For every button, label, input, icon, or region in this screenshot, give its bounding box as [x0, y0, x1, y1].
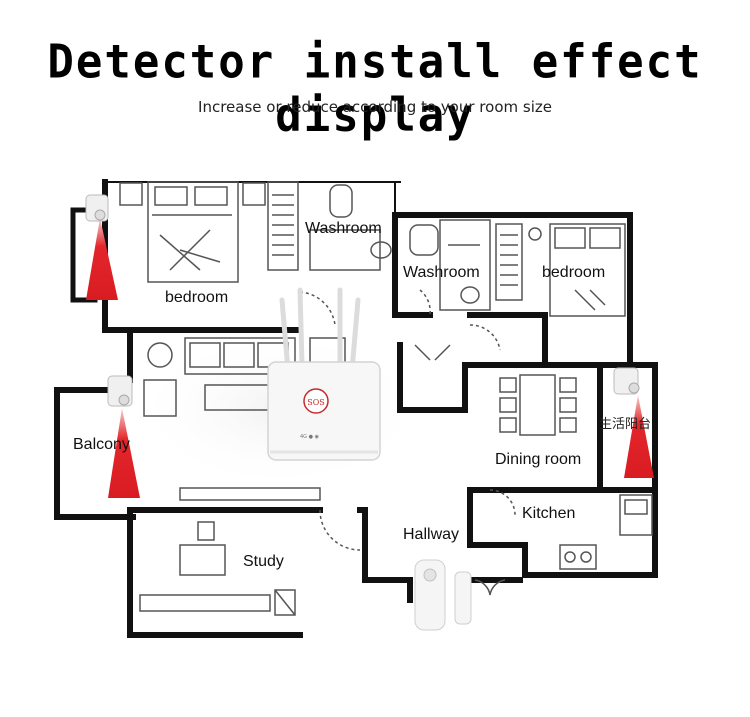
room-label-study: Study [243, 553, 284, 570]
room-label-washroom-mid: Washroom [403, 264, 480, 281]
room-label-dining-room: Dining room [495, 451, 582, 468]
walls [54, 179, 658, 638]
page-title: Detector install effect display [47, 35, 703, 143]
detector-top-left [85, 194, 118, 300]
room-label-bedroom-right: bedroom [542, 264, 606, 281]
sos-button [303, 388, 329, 414]
door-sensor [414, 559, 472, 631]
furniture [119, 181, 653, 616]
room-label-bedroom-left: bedroom [165, 289, 229, 306]
room-label-balcony: Balcony [73, 436, 130, 453]
alarm-hub: SOS 4G ● ◉ [267, 287, 381, 461]
room-label-kitchen: Kitchen [522, 505, 576, 522]
detector-right [613, 367, 654, 478]
room-label-washroom-top: Washroom [305, 220, 382, 237]
page-subtitle: Increase or reduce according to your roo… [198, 98, 552, 116]
detection-beam [86, 218, 118, 300]
room-label-hallway: Hallway [403, 526, 460, 543]
detection-beam [624, 395, 654, 478]
detector-balcony [107, 375, 140, 498]
door-sensor-main-icon [414, 559, 446, 631]
chinese-room-label: 生活阳台 [599, 417, 651, 432]
bed-left [147, 181, 239, 283]
hub-indicator-icons: 4G ● ◉ [300, 434, 319, 440]
detection-beam [108, 408, 140, 498]
sos-label: SOS [307, 398, 325, 407]
door-sensor-magnet-icon [454, 571, 472, 625]
